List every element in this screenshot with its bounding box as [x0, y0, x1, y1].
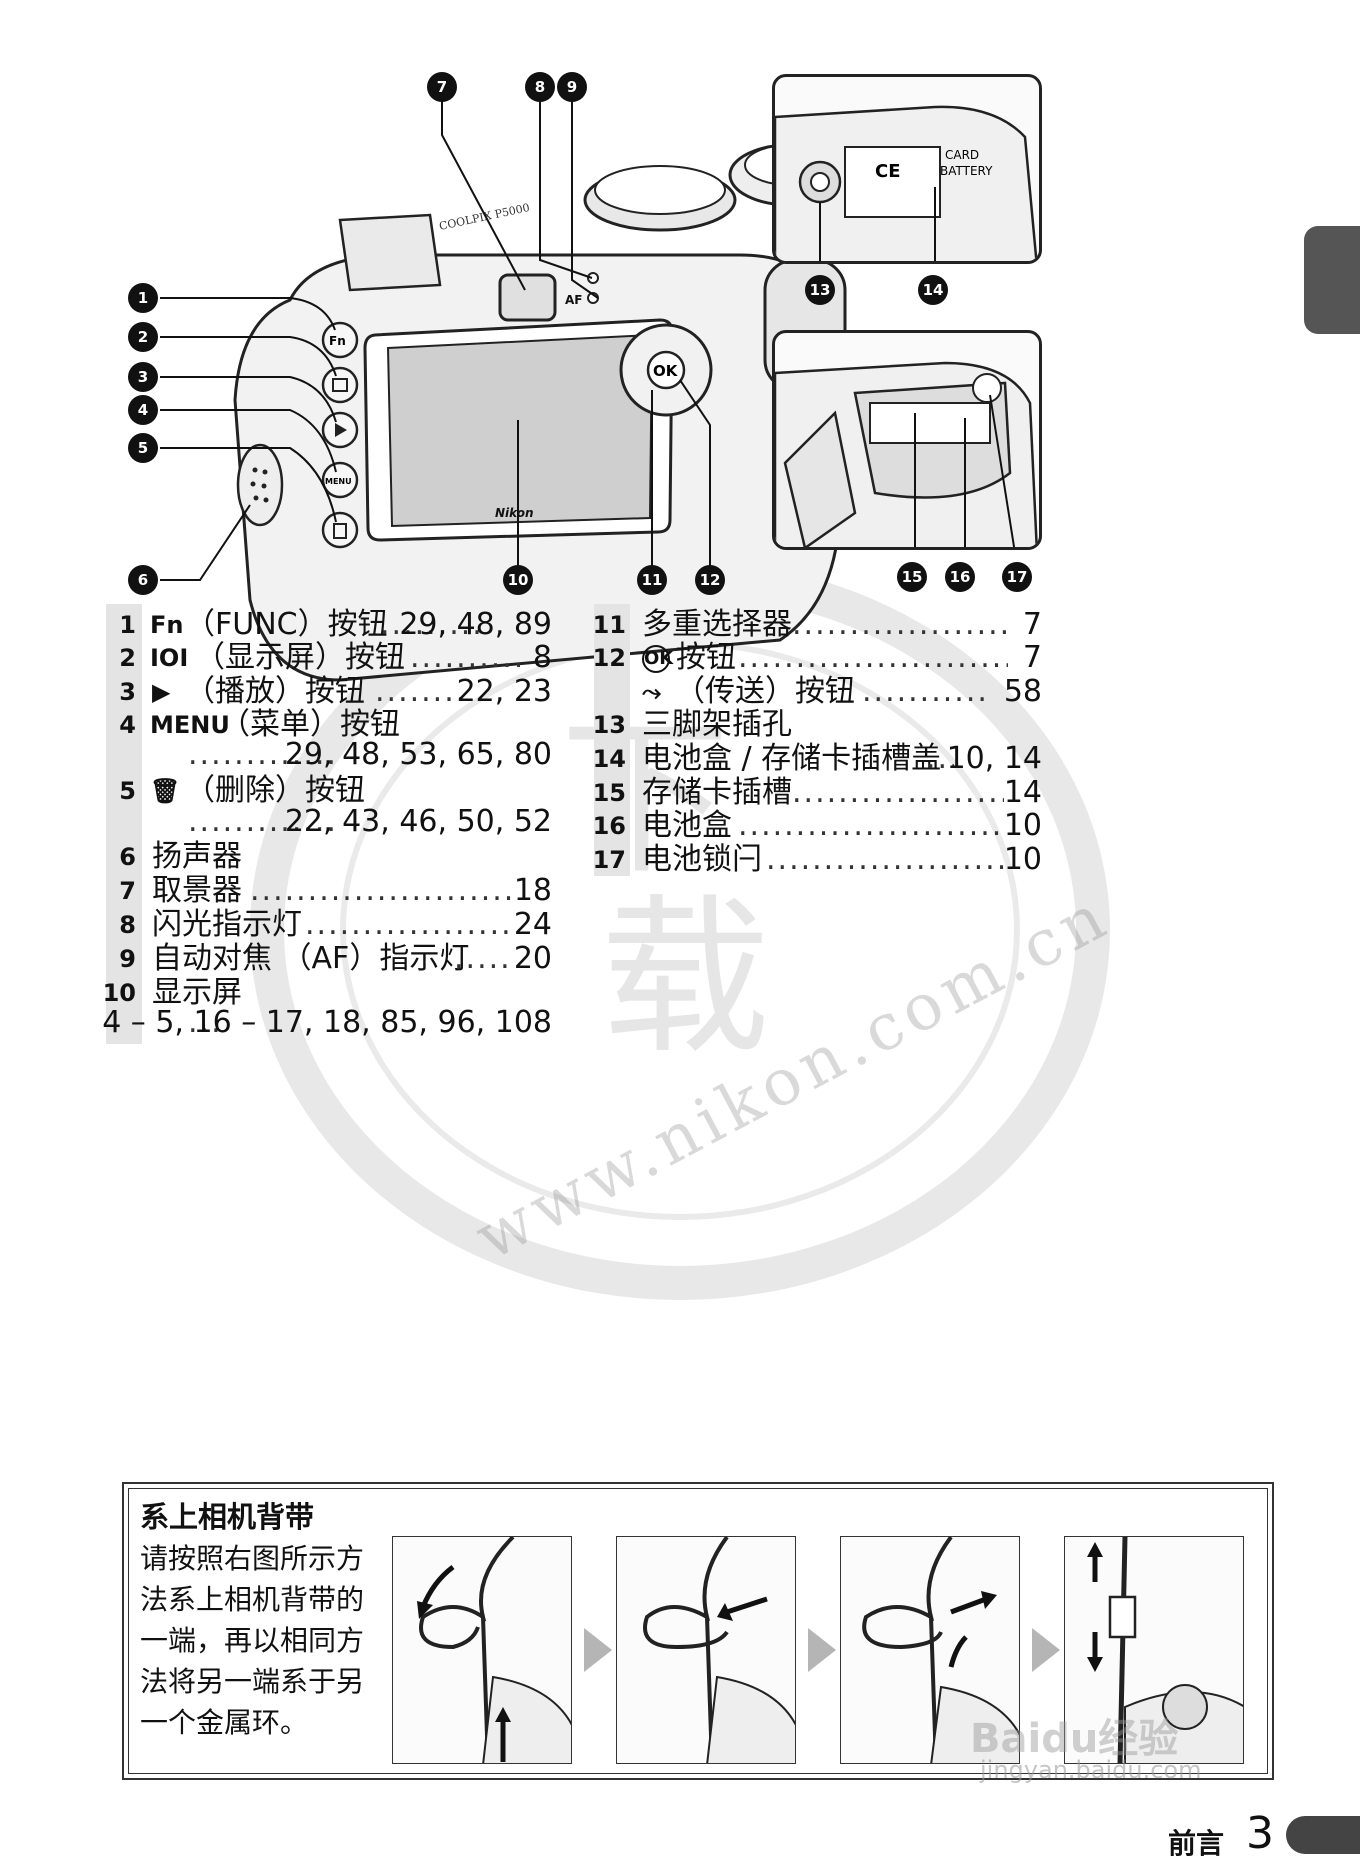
bottom-view-figure: CE CARD BATTERY	[772, 74, 1042, 264]
watermark-char: 载	[600, 880, 771, 1078]
callout-12: 12	[695, 565, 725, 595]
legend-item: 13 三脚架插孔	[592, 707, 792, 742]
callout-10: 10	[503, 565, 533, 595]
legend-item: 9 自动对焦 （AF）指示灯 ................. 20	[119, 941, 552, 976]
legend-item: 10 显示屏	[102, 975, 242, 1010]
step-arrow-2	[808, 1628, 836, 1672]
legend-item: 3 ▶ （播放）按钮 .......................... 22…	[119, 674, 552, 709]
callout-5: 5	[128, 433, 158, 463]
callout-8: 8	[525, 72, 555, 102]
strap-step-3-image	[840, 1536, 1020, 1764]
strap-note-inner-border	[128, 1488, 1268, 1774]
ok-button-label: OK	[653, 362, 679, 380]
legend-item: 1 Fn （FUNC）按钮 ..........................…	[119, 607, 552, 642]
brand-label: Nikon	[495, 506, 534, 520]
callout-14: 14	[918, 275, 948, 305]
legend-item: 12 OK 按钮 ...............................…	[592, 640, 1042, 675]
legend-item-pages: ........................................…	[188, 804, 552, 839]
legend-item: 4 MENU （菜单）按钮	[119, 707, 400, 742]
legend-item: 15 存储卡插槽 ...............................…	[592, 775, 1042, 810]
watermark-char: 下	[560, 700, 731, 898]
card-label: CARD	[945, 148, 979, 162]
legend-item-pages: ........................................…	[188, 737, 552, 772]
legend-item: 11 多重选择器 ...............................…	[592, 607, 1042, 642]
baidu-watermark-url: jingyan.baidu.com	[980, 1756, 1202, 1784]
legend-item-pages: .......... 4 – 5, 16 – 17, 18, 85, 96, 1…	[102, 1005, 552, 1040]
legend-item: 6 扬声器	[119, 839, 242, 874]
callout-11: 11	[637, 565, 667, 595]
battery-chamber-figure	[772, 330, 1042, 550]
legend-left-number-strip	[106, 604, 142, 1044]
callout-16: 16	[945, 562, 975, 592]
legend-right-number-strip	[594, 604, 630, 876]
callout-7: 7	[427, 72, 457, 102]
baidu-watermark: Baidu经验	[970, 1716, 1179, 1762]
footer-section-label: 前言	[1168, 1827, 1225, 1860]
callout-4: 4	[128, 395, 158, 425]
legend-item: 16 电池盒 .................................…	[592, 808, 1042, 843]
battery-label: BATTERY	[940, 164, 993, 178]
callout-2: 2	[128, 322, 158, 352]
strap-note-box	[122, 1482, 1274, 1780]
strap-step-1-image	[392, 1536, 572, 1764]
af-label: AF	[565, 293, 582, 307]
callout-1: 1	[128, 283, 158, 313]
footer-tab	[1286, 1816, 1360, 1854]
callout-3: 3	[128, 362, 158, 392]
callout-9: 9	[557, 72, 587, 102]
fn-button-label: Fn	[329, 334, 346, 348]
legend-item: 2 IOI （显示屏）按钮 ..........................…	[119, 640, 552, 675]
legend-item: 7 取景器 ..................................…	[119, 873, 552, 908]
strap-step-2-image	[616, 1536, 796, 1764]
callout-15: 15	[897, 562, 927, 592]
callout-17: 17	[1002, 562, 1032, 592]
legend-item: 8 闪光指示灯 ................................…	[119, 907, 552, 942]
strap-instructions: 请按照右图所示方法系上相机背带的一端，再以相同方法将另一端系于另一个金属环。	[140, 1542, 365, 1739]
legend-item: 14 电池盒 / 存储卡插槽盖 ..... 10, 14	[592, 741, 1042, 776]
page-number: 3	[1246, 1808, 1274, 1859]
step-arrow-3	[1032, 1628, 1060, 1672]
menu-button-label: MENU	[325, 477, 352, 486]
strap-title: 系上相机背带	[140, 1500, 315, 1534]
svg-text:CE: CE	[875, 161, 901, 182]
strap-step-4-image	[1064, 1536, 1244, 1764]
legend-item: ⤳ （传送）按钮 ...............................…	[642, 674, 1042, 709]
legend-item: 5 🗑 （删除）按钮	[119, 773, 365, 808]
legend-item: 17 电池锁闩 ................................…	[592, 842, 1042, 877]
chapter-tab	[1304, 226, 1360, 334]
callout-13: 13	[805, 275, 835, 305]
camera-back-illustration: AF Nikon COOLPIX P5000 Fn MENU OK	[160, 100, 852, 682]
step-arrow-1	[584, 1628, 612, 1672]
callout-6: 6	[128, 565, 158, 595]
model-label: COOLPIX P5000	[438, 201, 531, 233]
